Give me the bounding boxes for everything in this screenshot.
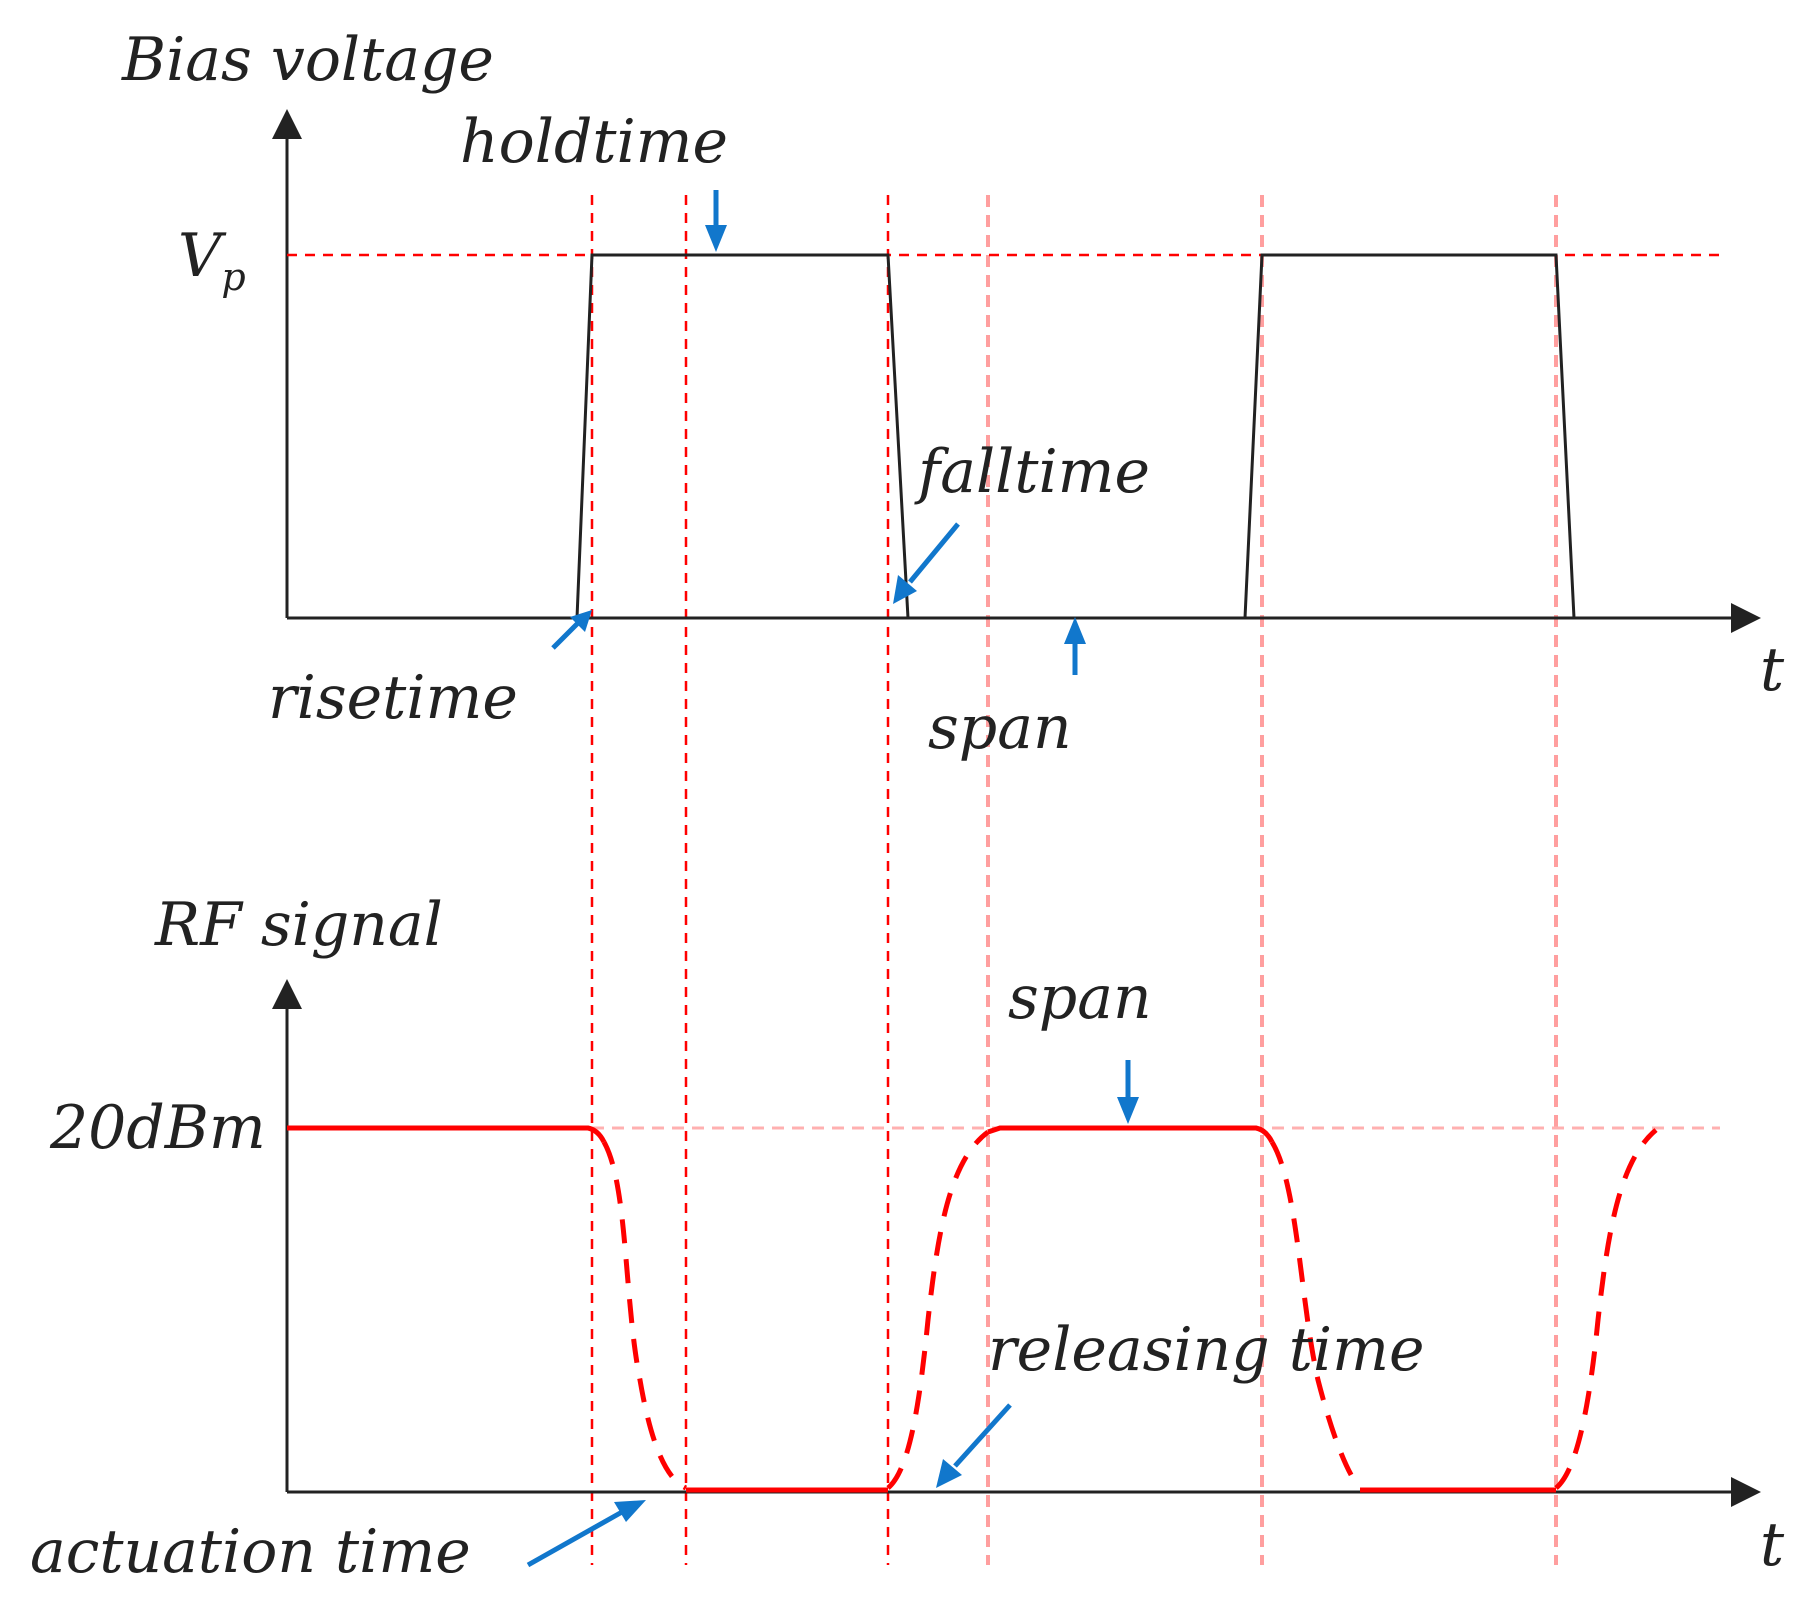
bottom-t-label: t xyxy=(1760,1510,1785,1580)
vp-main: V xyxy=(178,221,227,291)
falltime-label: falltime xyxy=(914,437,1150,507)
falltime-arrow xyxy=(893,522,960,604)
rf-solid-high-2 xyxy=(987,1125,1275,1144)
rf-solid-high-1 xyxy=(287,1125,607,1144)
rf-rise-1 xyxy=(886,1129,990,1490)
top-span-arrow xyxy=(1064,617,1086,675)
bias-voltage-label: Bias voltage xyxy=(121,25,494,95)
top-panel: Bias voltage Vp t holdtime falltime rise… xyxy=(121,25,1785,763)
releasing-time-arrow xyxy=(936,1403,1012,1488)
bottom-span-label: span xyxy=(1008,963,1152,1033)
risetime-arrow xyxy=(551,610,592,650)
actuation-time-label: actuation time xyxy=(30,1517,471,1587)
rf-rise-2 xyxy=(1554,1128,1658,1490)
bottom-panel: RF signal 20dBm t span releasing time ac… xyxy=(30,890,1785,1587)
dbm-label: 20dBm xyxy=(49,1093,266,1163)
bias-voltage-waveform xyxy=(287,253,1700,620)
rf-fall-1 xyxy=(601,1140,688,1491)
rf-fall-2 xyxy=(1269,1140,1362,1490)
actuation-time-arrow xyxy=(526,1500,646,1568)
top-t-label: t xyxy=(1760,635,1785,705)
holdtime-label: holdtime xyxy=(460,107,728,177)
bottom-span-arrow xyxy=(1117,1060,1139,1124)
top-span-label: span xyxy=(928,693,1072,763)
holdtime-arrow xyxy=(705,190,727,252)
risetime-label: risetime xyxy=(268,663,518,733)
rf-signal-label: RF signal xyxy=(154,890,443,960)
vp-label: Vp xyxy=(178,221,246,299)
guide-lines xyxy=(590,195,1558,1565)
releasing-time-label: releasing time xyxy=(988,1315,1424,1385)
vp-subscript: p xyxy=(221,255,245,299)
